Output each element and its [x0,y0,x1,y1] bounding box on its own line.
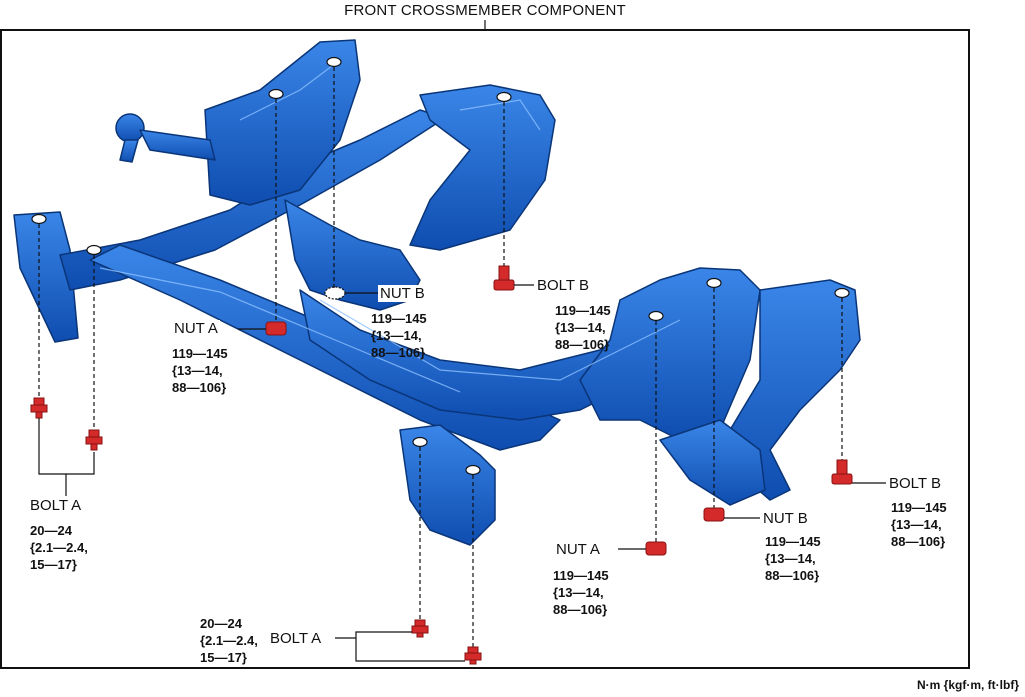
bolt-a-left-label: BOLT A [30,497,82,514]
mount-hole [324,286,346,300]
bolt-b-center [493,265,515,291]
mount-hole [412,436,428,448]
bolt-a-bottom-1 [411,619,429,638]
mount-hole [86,244,102,256]
mount-hole [648,310,664,322]
bolt-a-bottom-torque: 20—24 {2.1—2.4, 15—17} [200,616,258,665]
mount-hole [834,287,850,299]
nut-a-right-label: NUT A [556,541,600,558]
torque-units: N·m {kgf·m, ft·lbf} [917,678,1019,692]
bolt-b-right-label: BOLT B [889,475,941,492]
bolt-a-bottom-2 [464,646,482,665]
nut-b-center-label: NUT B [378,285,427,302]
nut-b-center-torque: 119—145 {13—14, 88—106} [371,311,427,360]
nut-a-right-torque: 119—145 {13—14, 88—106} [553,568,609,617]
mount-hole [465,464,481,476]
bolt-a-left-1 [30,397,48,419]
diagram-title: FRONT CROSSMEMBER COMPONENT [344,2,626,19]
crossmember-body [13,39,861,546]
mount-hole [496,91,512,103]
fasteners [30,265,853,665]
bolt-a-left-2 [85,429,103,451]
nut-a-left [265,321,287,336]
nut-b-right-label: NUT B [763,510,808,527]
mount-hole [31,213,47,225]
mount-hole [706,277,722,289]
bolt-a-bottom-label: BOLT A [270,630,322,647]
nut-a-right [645,541,667,556]
mount-hole [268,88,284,100]
nut-b-right [703,507,725,522]
install-lines [38,67,843,648]
body-highlights [99,59,681,393]
bolt-b-center-label: BOLT B [537,277,589,294]
leader-lines [38,284,886,662]
bolt-a-left-torque: 20—24 {2.1—2.4, 15—17} [30,523,88,572]
nut-b-right-torque: 119—145 {13—14, 88—106} [765,534,821,583]
mount-hole [326,56,342,68]
bolt-b-right-torque: 119—145 {13—14, 88—106} [891,500,947,549]
nut-a-left-label: NUT A [172,320,220,337]
bolt-b-right [831,459,853,485]
bolt-b-center-torque: 119—145 {13—14, 88—106} [555,303,611,352]
nut-a-left-torque: 119—145 {13—14, 88—106} [172,346,228,395]
mount-holes [31,56,850,476]
